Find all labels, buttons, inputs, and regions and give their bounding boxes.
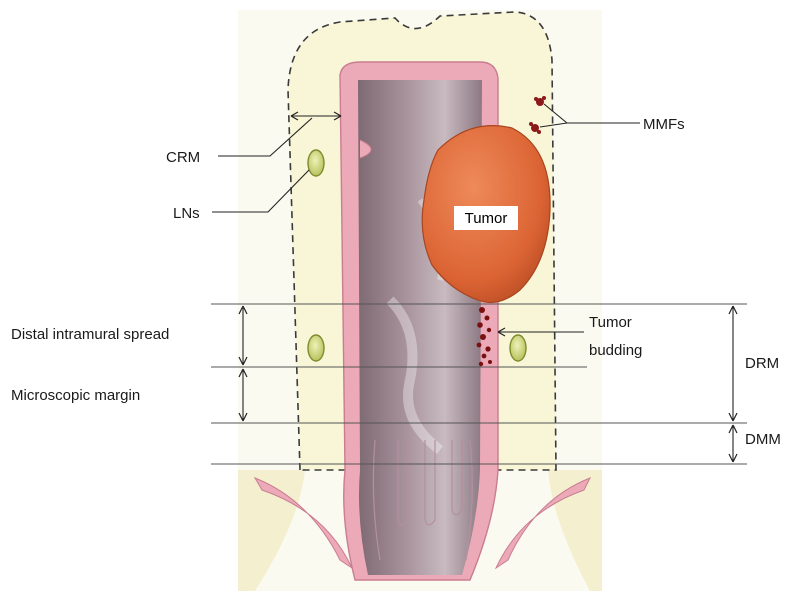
microscopic-margin-label: Microscopic margin [11, 387, 140, 404]
tumor-budding-label-line1: Tumor [589, 314, 632, 331]
dmm-arrow [729, 425, 737, 462]
drm-arrow [729, 306, 737, 421]
dmm-label: DMM [745, 431, 781, 448]
crm-label: CRM [166, 149, 200, 166]
drm-label: DRM [745, 355, 779, 372]
tumor-budding-label-line2: budding [589, 342, 642, 359]
tumor-label: Tumor [465, 210, 508, 227]
lns-label: LNs [173, 205, 200, 222]
distal-intramural-spread-label: Distal intramural spread [11, 326, 169, 343]
mmfs-label: MMFs [643, 116, 685, 133]
